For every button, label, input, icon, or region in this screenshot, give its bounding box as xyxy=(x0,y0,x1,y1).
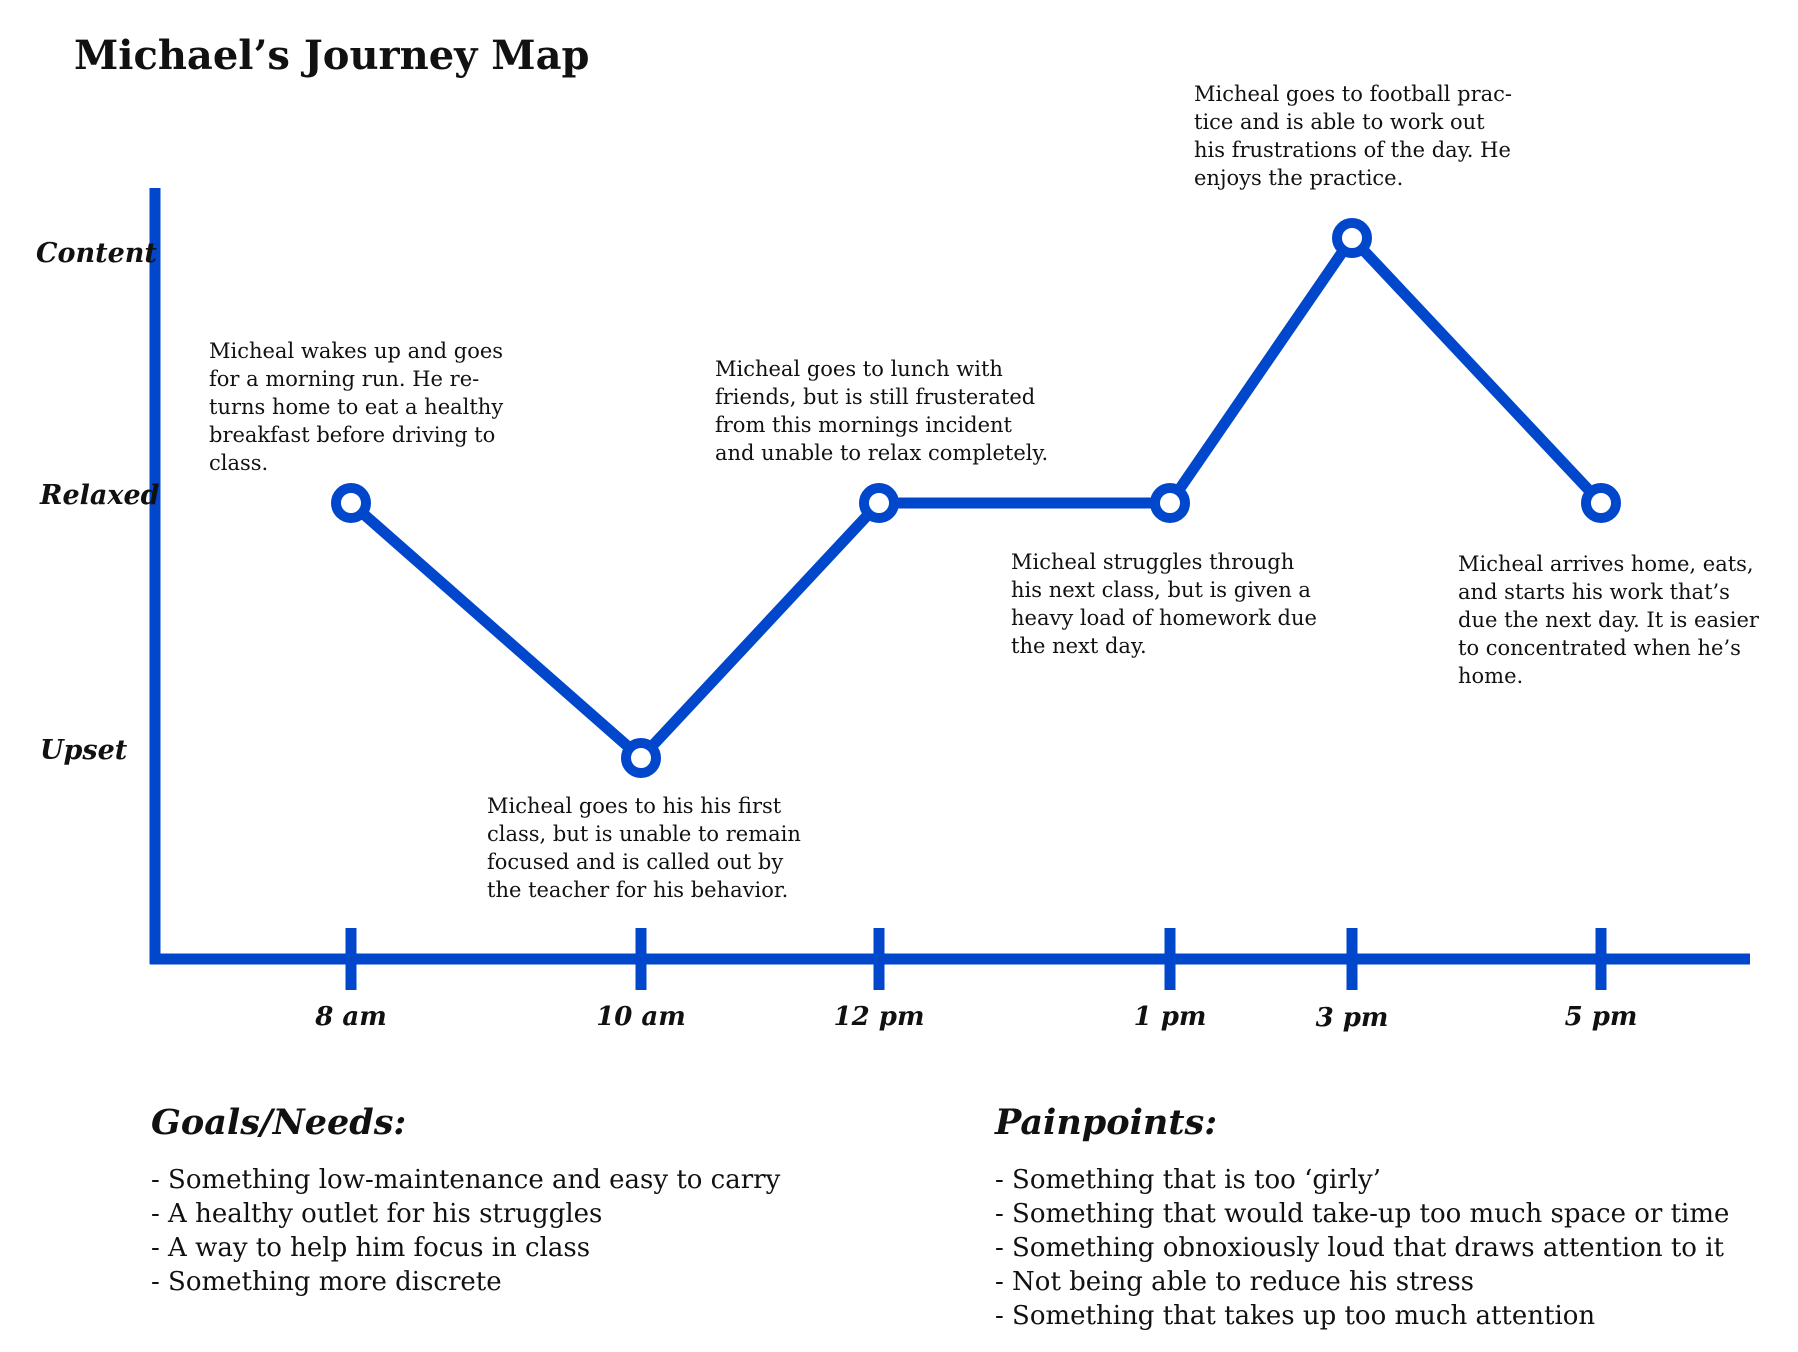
journey-point xyxy=(621,738,661,778)
y-label-content: Content xyxy=(36,238,157,269)
note-3pm: Micheal goes to football prac- tice and … xyxy=(1194,80,1512,192)
note-line: breakfast before driving to xyxy=(209,423,496,447)
journey-point xyxy=(859,483,899,523)
note-5pm: Micheal arrives home, eats, and starts h… xyxy=(1458,550,1759,690)
note-line: due the next day. It is easier xyxy=(1458,608,1759,632)
journey-point xyxy=(331,483,371,523)
journey-point xyxy=(1150,483,1190,523)
painpoints-item: - Something that is too ‘girly’ xyxy=(995,1165,1381,1195)
note-line: his frustrations of the day. He xyxy=(1194,138,1511,162)
note-line: the next day. xyxy=(1011,634,1147,658)
note-line: Micheal wakes up and goes xyxy=(209,339,504,363)
note-12pm: Micheal goes to lunch with friends, but … xyxy=(715,355,1048,467)
painpoints-item: - Not being able to reduce his stress xyxy=(995,1267,1475,1297)
note-line: enjoys the practice. xyxy=(1194,166,1404,190)
note-8am: Micheal wakes up and goes for a morning … xyxy=(209,337,503,477)
painpoints-item: - Something that would take-up too much … xyxy=(995,1199,1730,1229)
note-line: and unable to relax completely. xyxy=(715,441,1049,465)
goals-item: - A way to help him focus in class xyxy=(151,1233,591,1263)
x-label-10am: 10 am xyxy=(596,1002,686,1032)
note-line: class. xyxy=(209,451,269,475)
page-title: Michael’s Journey Map xyxy=(74,32,590,79)
y-label-upset: Upset xyxy=(40,735,128,766)
painpoints-item: - Something obnoxiously loud that draws … xyxy=(995,1233,1724,1263)
y-label-relaxed: Relaxed xyxy=(40,480,160,511)
note-line: home. xyxy=(1458,664,1524,688)
note-line: to concentrated when he’s xyxy=(1458,636,1741,660)
note-line: Micheal goes to lunch with xyxy=(715,357,1003,381)
x-label-3pm: 3 pm xyxy=(1315,1003,1389,1033)
painpoints-list: - Something that is too ‘girly’ - Someth… xyxy=(995,1163,1729,1333)
note-line: for a morning run. He re- xyxy=(209,367,480,391)
note-line: Micheal arrives home, eats, xyxy=(1458,552,1754,576)
note-line: the teacher for his behavior. xyxy=(487,878,789,902)
goals-list: - Something low-maintenance and easy to … xyxy=(151,1163,780,1299)
goals-item: - Something low-maintenance and easy to … xyxy=(151,1165,781,1195)
journey-point xyxy=(1332,218,1372,258)
painpoints-heading: Painpoints: xyxy=(995,1102,1218,1143)
note-10am: Micheal goes to his his first class, but… xyxy=(487,792,801,904)
journey-line xyxy=(347,229,1606,766)
note-line: turns home to eat a healthy xyxy=(209,395,504,419)
note-line: and starts his work that’s xyxy=(1458,580,1730,604)
goals-item: - A healthy outlet for his struggles xyxy=(151,1199,603,1229)
note-line: from this mornings incident xyxy=(715,413,1012,437)
goals-item: - Something more discrete xyxy=(151,1267,502,1297)
x-label-12pm: 12 pm xyxy=(833,1002,925,1032)
painpoints-item: - Something that takes up too much atten… xyxy=(995,1301,1596,1331)
note-1pm: Micheal struggles through his next class… xyxy=(1011,548,1317,660)
x-label-1pm: 1 pm xyxy=(1133,1002,1207,1032)
journey-point xyxy=(1581,483,1621,523)
x-label-8am: 8 am xyxy=(315,1002,387,1032)
note-line: tice and is able to work out xyxy=(1194,110,1485,134)
goals-heading: Goals/Needs: xyxy=(151,1102,407,1143)
note-line: class, but is unable to remain xyxy=(487,822,801,846)
note-line: focused and is called out by xyxy=(487,850,784,874)
note-line: Micheal struggles through xyxy=(1011,550,1295,574)
note-line: Micheal goes to football prac- xyxy=(1194,82,1512,106)
note-line: Micheal goes to his his first xyxy=(487,794,782,818)
x-label-5pm: 5 pm xyxy=(1564,1002,1638,1032)
note-line: heavy load of homework due xyxy=(1011,606,1317,630)
note-line: his next class, but is given a xyxy=(1011,578,1311,602)
note-line: friends, but is still frusterated xyxy=(715,385,1036,409)
